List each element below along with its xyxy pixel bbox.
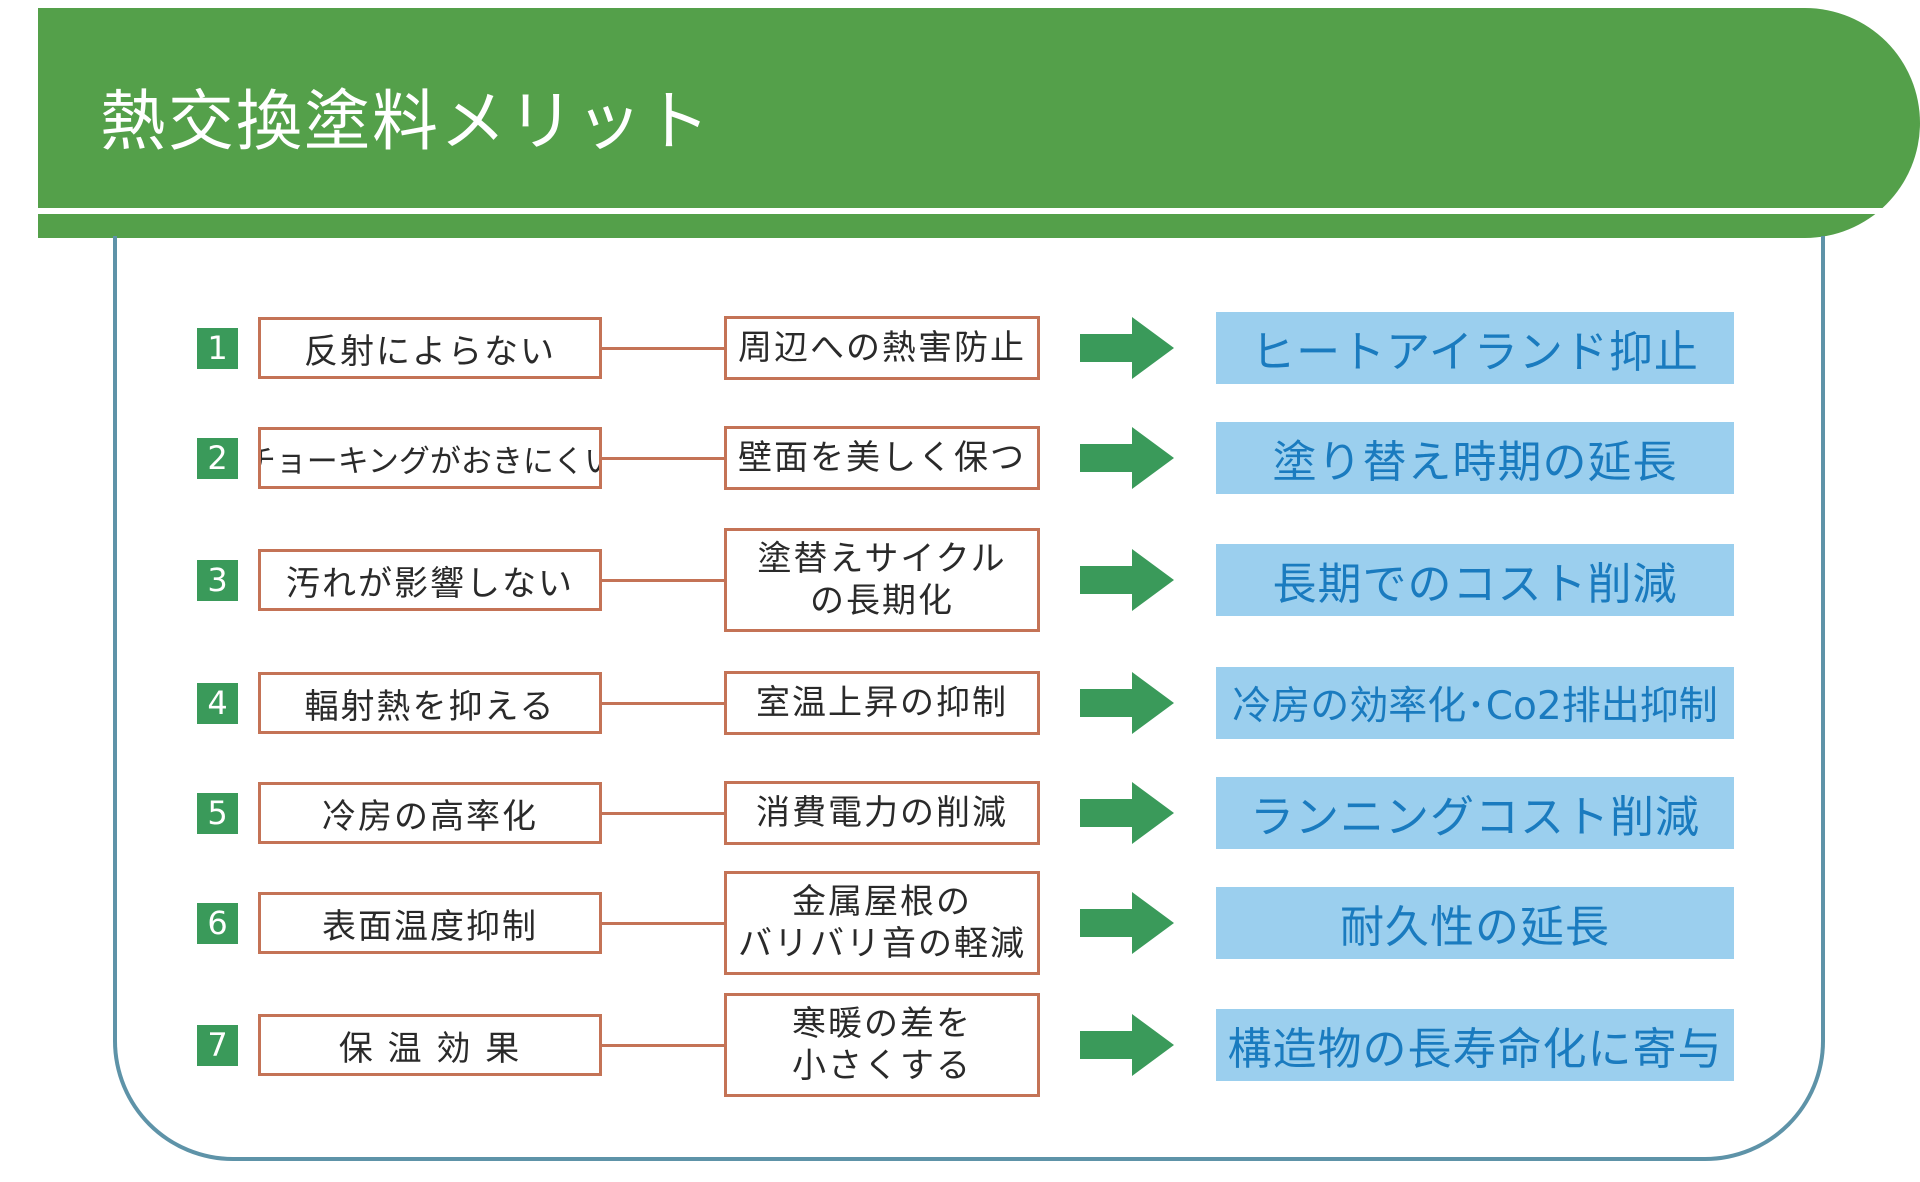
effect-label-line: の長期化 bbox=[810, 581, 954, 621]
effect-label-line: 寒暖の差を bbox=[792, 1004, 972, 1044]
cause-box: 冷房の高率化 bbox=[258, 782, 602, 844]
result-label: ランニングコスト削減 bbox=[1250, 792, 1700, 843]
result-box: 耐久性の延長 bbox=[1216, 887, 1734, 959]
result-label: 長期でのコスト削減 bbox=[1272, 559, 1678, 610]
result-label: ヒートアイランド抑止 bbox=[1251, 327, 1699, 378]
connector-line bbox=[602, 922, 724, 925]
cause-label: 表面温度抑制 bbox=[322, 906, 538, 947]
connector-line bbox=[602, 812, 724, 815]
row-number-badge: 3 bbox=[197, 560, 238, 601]
effect-box: 周辺への熱害防止 bbox=[724, 316, 1040, 380]
connector-line bbox=[602, 1044, 724, 1047]
connector-line bbox=[602, 457, 724, 460]
effect-label-line: 壁面を美しく保つ bbox=[738, 438, 1026, 478]
right-arrow-icon bbox=[1080, 892, 1174, 954]
cause-label: 汚れが影響しない bbox=[286, 563, 574, 604]
result-box: 冷房の効率化･Co2排出抑制 bbox=[1216, 667, 1734, 739]
connector-line bbox=[602, 347, 724, 350]
effect-label-line: 周辺への熱害防止 bbox=[738, 328, 1026, 368]
row-number-badge: 7 bbox=[197, 1025, 238, 1066]
cause-label: チョーキングがおきにくい bbox=[258, 443, 602, 480]
page-title: 熱交換塗料メリット bbox=[100, 83, 712, 160]
banner-top bbox=[38, 8, 1920, 208]
right-arrow-icon bbox=[1080, 1014, 1174, 1076]
row-number-badge: 6 bbox=[197, 903, 238, 944]
effect-box: 消費電力の削減 bbox=[724, 781, 1040, 845]
right-arrow-icon bbox=[1080, 672, 1174, 734]
right-arrow-icon bbox=[1080, 782, 1174, 844]
cause-box: 輻射熱を抑える bbox=[258, 672, 602, 734]
row-number-badge: 5 bbox=[197, 793, 238, 834]
effect-label-line: 金属屋根の bbox=[792, 882, 972, 922]
effect-box: 塗替えサイクルの長期化 bbox=[724, 528, 1040, 632]
connector-line bbox=[602, 702, 724, 705]
cause-label: 輻射熱を抑える bbox=[304, 686, 556, 727]
banner-bottom bbox=[38, 214, 1920, 238]
result-box: ヒートアイランド抑止 bbox=[1216, 312, 1734, 384]
effect-label-line: 消費電力の削減 bbox=[756, 793, 1008, 833]
effect-label-line: バリバリ音の軽減 bbox=[738, 924, 1026, 964]
effect-label-line: 室温上昇の抑制 bbox=[756, 683, 1008, 723]
banner-divider bbox=[38, 208, 1798, 214]
cause-label: 冷房の高率化 bbox=[322, 796, 538, 837]
result-label: 冷房の効率化･Co2排出抑制 bbox=[1232, 684, 1718, 729]
header-banner: 熱交換塗料メリット bbox=[38, 8, 1920, 238]
effect-label-line: 小さくする bbox=[792, 1046, 972, 1086]
row-number-badge: 2 bbox=[197, 438, 238, 479]
right-arrow-icon bbox=[1080, 549, 1174, 611]
result-label: 構造物の長寿命化に寄与 bbox=[1227, 1024, 1723, 1075]
effect-box: 寒暖の差を小さくする bbox=[724, 993, 1040, 1097]
result-label: 耐久性の延長 bbox=[1340, 902, 1610, 953]
effect-label-line: 塗替えサイクル bbox=[757, 539, 1007, 579]
diagram-frame bbox=[113, 236, 1825, 1161]
cause-label: 反射によらない bbox=[304, 331, 556, 372]
effect-box: 室温上昇の抑制 bbox=[724, 671, 1040, 735]
row-number-badge: 1 bbox=[197, 328, 238, 369]
right-arrow-icon bbox=[1080, 317, 1174, 379]
result-box: 塗り替え時期の延長 bbox=[1216, 422, 1734, 494]
row-number-badge: 4 bbox=[197, 683, 238, 724]
connector-line bbox=[602, 579, 724, 582]
cause-box: 反射によらない bbox=[258, 317, 602, 379]
result-box: 長期でのコスト削減 bbox=[1216, 544, 1734, 616]
right-arrow-icon bbox=[1080, 427, 1174, 489]
result-label: 塗り替え時期の延長 bbox=[1272, 437, 1678, 488]
result-box: 構造物の長寿命化に寄与 bbox=[1216, 1009, 1734, 1081]
cause-box: 汚れが影響しない bbox=[258, 549, 602, 611]
effect-box: 金属屋根のバリバリ音の軽減 bbox=[724, 871, 1040, 975]
cause-box: 保 温 効 果 bbox=[258, 1014, 602, 1076]
cause-box: チョーキングがおきにくい bbox=[258, 427, 602, 489]
effect-box: 壁面を美しく保つ bbox=[724, 426, 1040, 490]
cause-box: 表面温度抑制 bbox=[258, 892, 602, 954]
cause-label: 保 温 効 果 bbox=[338, 1028, 522, 1069]
result-box: ランニングコスト削減 bbox=[1216, 777, 1734, 849]
